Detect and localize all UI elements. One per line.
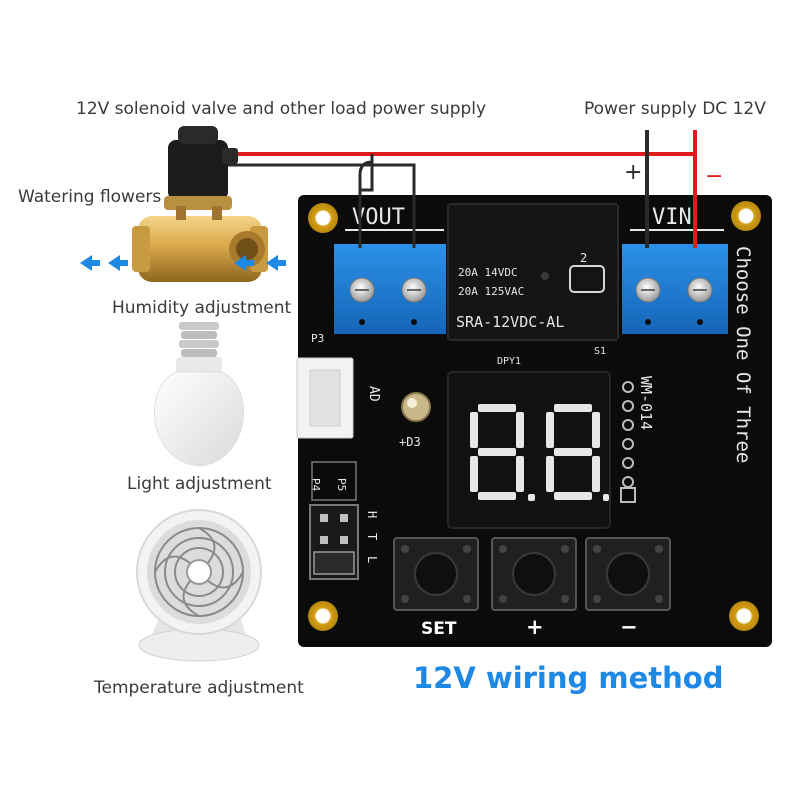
fan-icon	[136, 509, 262, 662]
water-arrow-icon	[80, 255, 286, 271]
relay	[447, 203, 619, 341]
mount-hole-bottom-left	[308, 601, 338, 631]
plus-sign: +	[624, 160, 642, 185]
temperature-label: Temperature adjustment	[94, 678, 304, 698]
vin-label: VIN	[652, 205, 692, 230]
light-label: Light adjustment	[127, 474, 272, 494]
minus-button-label: −	[620, 615, 638, 639]
p3-label: P3	[311, 332, 324, 345]
htl-l: L	[365, 556, 379, 563]
mount-hole-top-left	[308, 203, 338, 233]
model-label: WM-014	[637, 376, 655, 430]
relay-rating-2: 20A 125VAC	[458, 285, 524, 298]
relay-number: 2	[580, 251, 587, 265]
ul-mark	[569, 265, 605, 293]
minus-button[interactable]	[585, 537, 671, 611]
p5-label: P5	[335, 478, 348, 491]
mount-hole-top-right	[731, 201, 761, 231]
relay-model: SRA-12VDC-AL	[456, 313, 564, 331]
wiring-method-title: 12V wiring method	[413, 661, 724, 695]
htl-h: H	[365, 511, 379, 518]
solenoid-valve-icon	[132, 126, 268, 282]
set-button-label: SET	[421, 619, 457, 639]
power-supply-label: Power supply DC 12V	[584, 99, 766, 119]
display-header-pins	[622, 381, 634, 488]
p4-label: P4	[309, 478, 322, 492]
plus-button-label: +	[526, 615, 544, 639]
load-negative-wire	[228, 163, 416, 248]
htl-t: T	[365, 533, 379, 540]
watering-label: Watering flowers	[18, 187, 162, 207]
mount-hole-bottom-right	[729, 601, 759, 631]
display-digits	[470, 404, 609, 501]
dpy1-label: DPY1	[497, 356, 521, 367]
humidity-label: Humidity adjustment	[112, 298, 292, 318]
relay-rating-1: 20A 14VDC	[458, 266, 518, 279]
d3-label: +D3	[399, 435, 421, 449]
led-d3	[401, 392, 431, 422]
plus-button[interactable]	[491, 537, 577, 611]
jumper-cap[interactable]	[313, 551, 355, 575]
choose-one-label: Choose One Of Three	[732, 246, 754, 463]
light-bulb-icon	[153, 322, 245, 467]
set-button[interactable]	[393, 537, 479, 611]
load-supply-label: 12V solenoid valve and other load power …	[76, 99, 487, 119]
s1-label: S1	[594, 346, 606, 357]
minus-sign: −	[705, 164, 723, 189]
ad-label: AD	[366, 386, 381, 402]
